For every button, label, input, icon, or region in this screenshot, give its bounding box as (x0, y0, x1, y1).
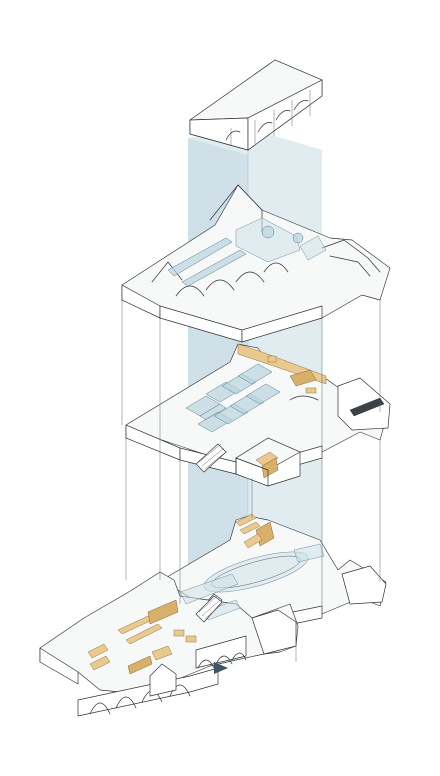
upper-floor (121, 184, 391, 343)
staircase (195, 443, 228, 473)
ground-shelving (87, 599, 283, 675)
level-connectors (121, 300, 381, 662)
triangle-arrow-icon (214, 662, 228, 674)
ground-floor (39, 571, 299, 717)
mezzanine-box (235, 437, 301, 487)
roof-block (189, 59, 323, 151)
shelving (235, 513, 275, 549)
front-arcade (77, 635, 247, 717)
book-stacks (185, 363, 281, 433)
